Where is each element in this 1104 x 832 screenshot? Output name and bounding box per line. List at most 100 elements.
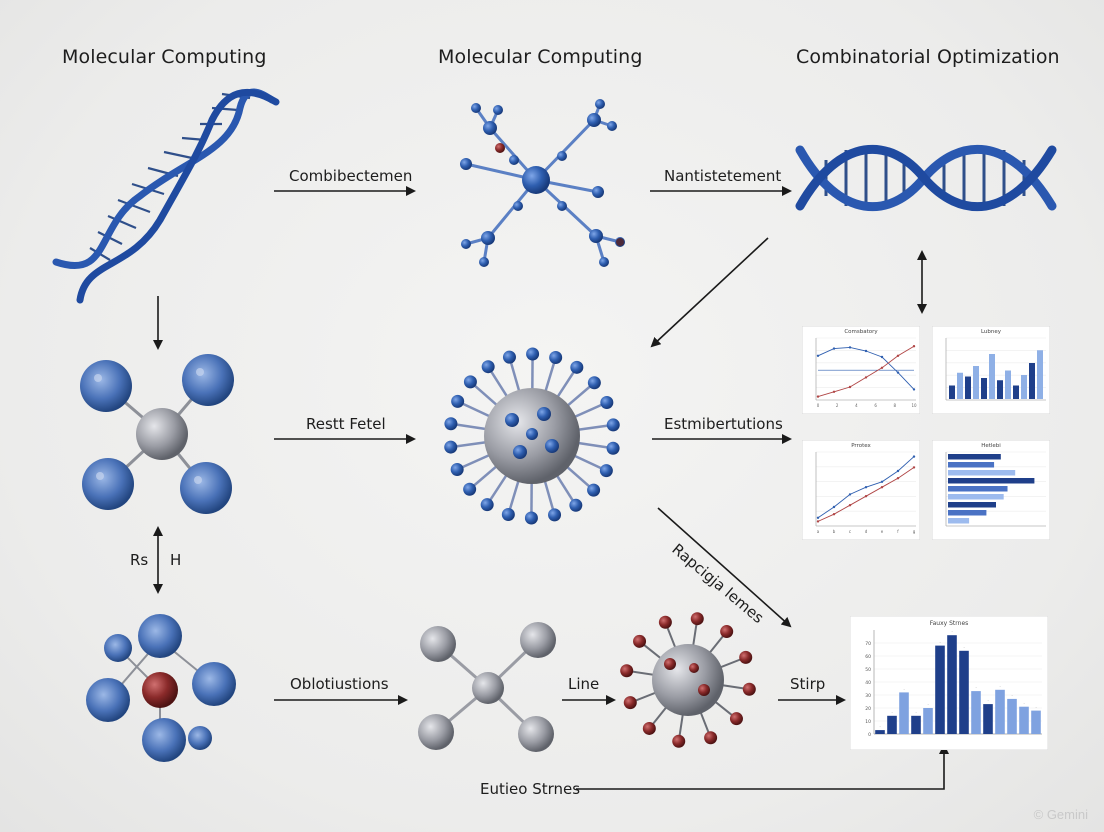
nanoparticle-cluster [80,354,234,514]
spike-tip [524,511,538,525]
spike-tip [587,483,601,497]
series-point [832,347,836,350]
bar-marker: · [1011,694,1012,698]
spike-tip [587,376,601,390]
chart-frame [802,440,920,540]
hbar [948,502,996,508]
x-tick-label: d [865,529,868,534]
label-bidir-a: Rs [130,551,149,569]
spike-tip [463,482,477,496]
mini-chart-2: Lubney [932,326,1050,414]
blue-assembly [86,614,236,762]
y-tick-label: 50 [865,667,871,673]
spike-tip [620,664,634,678]
spike-tip [599,464,613,478]
spike-tip [720,625,734,639]
series-point [896,477,900,480]
spike-tip [526,347,540,361]
spike-tip [450,463,464,477]
spike-tip [502,350,516,364]
series-point [912,345,916,348]
spike-tip [480,498,494,512]
bar [1013,385,1019,399]
hbar [948,486,1008,492]
series-point [880,486,884,489]
x-tick-label: c [849,529,851,534]
x-tick-label: 2 [836,403,839,408]
chart-title: Hetlebi [981,443,1001,449]
x-tick-label: f [897,529,899,534]
series-point [912,455,916,458]
hbar [948,462,995,468]
x-tick-label: 0 [817,403,820,408]
label-assembly-to-node: Oblotiustions [290,675,389,693]
hbar [948,510,987,516]
bar-marker: · [903,687,904,691]
bar [899,692,909,734]
spike-tip [623,696,637,710]
hbar [948,518,970,524]
bar-marker: · [1023,702,1024,706]
bar [1021,375,1027,399]
series-point [848,346,852,349]
spike-tip [606,418,620,432]
molecular-network [460,99,625,267]
y-tick-label: 0 [868,732,871,738]
hbar [948,478,1035,484]
bar [1031,710,1041,734]
y-tick-label: 30 [865,693,871,699]
label-node-to-red: Line [568,675,600,693]
spike-tip [672,734,686,748]
spike-tip [729,712,743,726]
bar-marker: · [951,630,952,634]
spike-tip [742,682,756,696]
hbar [948,470,1016,476]
bar-marker: · [879,725,880,729]
x-tick-label: b [833,529,836,534]
series-point [864,486,868,489]
label-bidir-b: H [170,551,182,569]
spike-tip [501,508,515,522]
arrows [153,186,949,790]
bar-marker: · [975,686,976,690]
series-point [880,355,884,359]
bar [995,689,1005,734]
series-point [832,390,836,393]
series-point [832,513,836,516]
bar [911,715,921,734]
bar [875,730,885,734]
bar [887,715,897,734]
label-virus-to-charts: Estmibertutions [664,415,783,433]
series-point [848,493,852,496]
chart-title: Comsbatory [844,329,878,335]
bar-marker: · [939,641,940,645]
bar [965,376,971,399]
label-bottom-return: Eutieo Strnes [480,780,581,798]
y-tick-label: 10 [865,719,871,725]
bar [959,650,969,734]
virus-particle-red [620,612,756,748]
bar [1005,370,1011,399]
x-tick-label: a [817,529,820,534]
x-tick-label: 10 [911,403,917,408]
spike-tip [633,634,647,648]
spike-tip [444,440,458,454]
title-center: Molecular Computing [438,46,643,68]
spike-tip [570,360,584,374]
spike-tip [642,721,656,735]
y-tick-label: 20 [865,706,871,712]
hbar [948,494,1004,500]
series-point [816,395,820,398]
bar [1007,698,1017,734]
x-tick-label: e [881,529,884,534]
label-red-to-bar: Stirp [790,675,826,693]
series-point [880,480,884,483]
bar [983,704,993,734]
series-point [896,371,900,374]
bar-chart-large: Fauxy Strnes010203040506070·············… [850,616,1048,750]
bar [957,372,963,399]
title-left: Molecular Computing [62,46,267,68]
